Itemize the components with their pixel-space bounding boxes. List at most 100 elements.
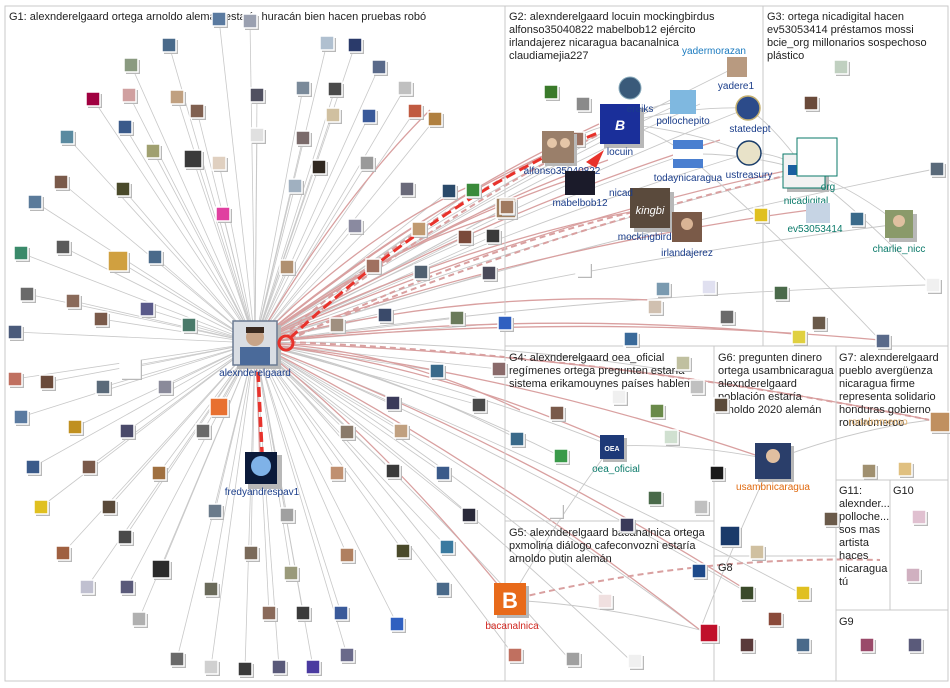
vertex-thumbnail[interactable]	[399, 181, 416, 198]
vertex-thumbnail[interactable]	[261, 605, 278, 622]
vertex-thumbnail[interactable]	[81, 459, 98, 476]
vertex-thumbnail[interactable]	[397, 80, 414, 97]
vertex-thumbnail[interactable]	[739, 585, 756, 602]
vertex-thumbnail[interactable]	[823, 511, 840, 528]
vertex-thumbnail[interactable]	[471, 397, 488, 414]
vertex-yadere1[interactable]: yadere1	[718, 57, 755, 92]
vertex-thumbnail[interactable]	[773, 285, 790, 302]
vertex-thumbnail[interactable]	[929, 161, 946, 178]
vertex-thumbnail[interactable]	[649, 403, 666, 420]
vertex-thumbnail[interactable]	[803, 95, 820, 112]
vertex-thumbnail[interactable]	[611, 389, 628, 406]
vertex-mockingbirdus[interactable]: kingbi mockingbirdus	[618, 188, 682, 243]
vertex-thumbnail[interactable]	[183, 149, 204, 170]
vertex-oea_oficial[interactable]: OEA oea_oficial	[592, 435, 640, 475]
vertex-thumbnail[interactable]	[145, 143, 162, 160]
vertex-thumbnail[interactable]	[905, 567, 922, 584]
vertex-thumbnail[interactable]	[295, 80, 312, 97]
vertex-thumbnail[interactable]	[675, 355, 692, 372]
vertex-ev53053414[interactable]: ev53053414	[787, 203, 843, 235]
vertex-bacanalnica[interactable]: B bacanalnica	[485, 583, 539, 632]
vertex-thumbnail[interactable]	[485, 228, 502, 245]
vertex-thumbnail[interactable]	[497, 315, 514, 332]
vertex-thumbnail[interactable]	[619, 517, 636, 534]
vertex-thumbnail[interactable]	[325, 107, 342, 124]
vertex-thumbnail[interactable]	[13, 409, 30, 426]
vertex-thumbnail[interactable]	[211, 11, 228, 28]
vertex-thumbnail[interactable]	[7, 324, 24, 341]
vertex-thumbnail[interactable]	[55, 239, 72, 256]
vertex-thumbnail[interactable]	[709, 465, 726, 482]
vertex-pollochepito[interactable]: pollochepito	[656, 90, 710, 127]
vertex-yadermorazan[interactable]: yadermorazan	[682, 46, 746, 57]
vertex-thumbnail[interactable]	[543, 84, 560, 101]
vertex-thumbnail[interactable]	[25, 459, 42, 476]
vertex-thumbnail[interactable]	[215, 206, 232, 223]
vertex-thumbnail[interactable]	[371, 59, 388, 76]
vertex-thumbnail[interactable]	[499, 199, 516, 216]
vertex-thumbnail[interactable]	[647, 490, 664, 507]
vertex-thumbnail[interactable]	[441, 183, 458, 200]
vertex-thumbnail[interactable]	[117, 119, 134, 136]
vertex-fredyandrespav1[interactable]: fredyandrespav1	[225, 452, 300, 498]
vertex-thumbnail[interactable]	[333, 605, 350, 622]
vertex-thumbnail[interactable]	[655, 281, 672, 298]
vertex-thumbnail[interactable]	[377, 307, 394, 324]
vertex-thumbnail[interactable]	[249, 87, 266, 104]
vertex-thumbnail[interactable]	[547, 502, 564, 519]
vertex-thumbnail[interactable]	[157, 379, 174, 396]
vertex-thumbnail[interactable]	[283, 565, 300, 582]
vertex-thumbnail[interactable]	[701, 279, 718, 296]
vertex-thumbnail[interactable]	[249, 127, 266, 144]
vertex-thumbnail[interactable]	[575, 96, 592, 113]
vertex-thumbnail[interactable]	[121, 87, 138, 104]
vertex-thumbnail[interactable]	[627, 653, 644, 670]
vertex-thumbnail[interactable]	[465, 182, 482, 199]
vertex-thumbnail[interactable]	[169, 651, 186, 668]
vertex-thumbnail[interactable]	[929, 411, 950, 434]
vertex-thumbnail[interactable]	[295, 130, 312, 147]
vertex-thumbnail[interactable]	[119, 579, 136, 596]
vertex-thumbnail[interactable]	[911, 509, 928, 526]
vertex-thumbnail[interactable]	[243, 545, 260, 562]
vertex-thumbnail[interactable]	[435, 465, 452, 482]
vertex-ereiks[interactable]: ereiks	[618, 76, 653, 115]
vertex-thumbnail[interactable]	[203, 659, 220, 676]
vertex-thumbnail[interactable]	[389, 616, 406, 633]
vertex-thumbnail[interactable]	[119, 423, 136, 440]
vertex-thumbnail[interactable]	[329, 465, 346, 482]
vertex-thumbnail[interactable]	[719, 525, 742, 548]
vertex-thumbnail[interactable]	[209, 397, 230, 418]
vertex-thumbnail[interactable]	[693, 499, 710, 516]
vertex-thumbnail[interactable]	[147, 249, 164, 266]
vertex-thumbnail[interactable]	[407, 103, 424, 120]
vertex-thumbnail[interactable]	[117, 529, 134, 546]
vertex-thumbnail[interactable]	[449, 310, 466, 327]
vertex-thumbnail[interactable]	[107, 250, 130, 273]
vertex-thumbnail[interactable]	[833, 59, 850, 76]
vertex-thumbnail[interactable]	[393, 423, 410, 440]
vertex-thumbnail[interactable]	[811, 315, 828, 332]
vertex-thumbnail[interactable]	[461, 507, 478, 524]
vertex-thumbnail[interactable]	[347, 218, 364, 235]
vertex-thumbnail[interactable]	[327, 81, 344, 98]
vertex-thumbnail[interactable]	[181, 317, 198, 334]
vertex-bcie-org[interactable]: org	[796, 137, 838, 193]
vertex-charlie_nicc[interactable]: charlie_nicc	[873, 210, 926, 255]
vertex-thumbnail[interactable]	[211, 155, 228, 172]
vertex-thumbnail[interactable]	[385, 463, 402, 480]
vertex-thumbnail[interactable]	[19, 286, 36, 303]
vertex-thumbnail[interactable]	[481, 265, 498, 282]
vertex-thumbnail[interactable]	[719, 309, 736, 326]
vertex-thumbnail[interactable]	[663, 429, 680, 446]
vertex-thumbnail[interactable]	[7, 371, 24, 388]
vertex-thumbnail[interactable]	[549, 405, 566, 422]
vertex-thumbnail[interactable]	[339, 647, 356, 664]
vertex-thumbnail[interactable]	[13, 245, 30, 262]
vertex-thumbnail[interactable]	[575, 261, 592, 278]
vertex-alfonso35040822[interactable]: alfonso35040822	[524, 131, 601, 177]
vertex-todaynicaragua[interactable]: todaynicaragua	[654, 140, 723, 184]
vertex-thumbnail[interactable]	[897, 461, 914, 478]
vertex-thumbnail[interactable]	[439, 539, 456, 556]
vertex-thumbnail[interactable]	[79, 579, 96, 596]
